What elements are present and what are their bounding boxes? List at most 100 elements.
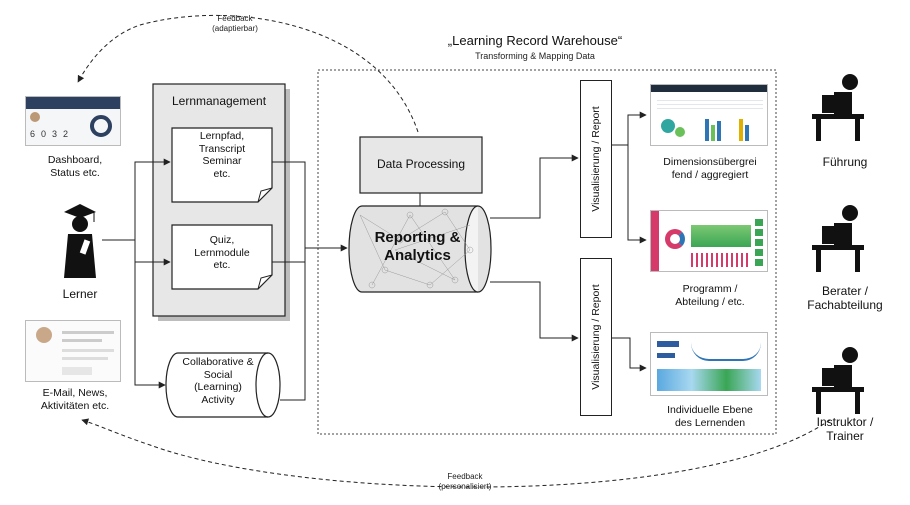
berater-person-icon — [812, 205, 864, 272]
bubble-chart-icon — [661, 119, 675, 133]
donut-chart-icon — [90, 115, 112, 137]
feedback-top-line2: (adaptierbar) — [212, 23, 258, 33]
fuehrung-label: Führung — [822, 155, 868, 169]
doc1-line4: etc. — [213, 167, 231, 180]
data-processing-label: Data Processing — [376, 157, 466, 171]
berater-line1: Berater / — [821, 284, 869, 298]
report3-line2: des Lernenden — [674, 416, 746, 429]
berater-line2: Fachabteilung — [807, 298, 883, 313]
heatmap-mark — [657, 369, 761, 391]
bar-mark — [739, 119, 743, 141]
reporting-line1: Reporting & — [374, 229, 461, 246]
doc1-line3: Seminar — [202, 155, 242, 168]
kpi-dots-mark — [755, 219, 763, 267]
report-thumb-table — [657, 97, 763, 111]
doc-quiz-fold — [257, 274, 273, 290]
avatar — [36, 327, 52, 343]
doc2-line2: Lernmodule — [194, 246, 250, 259]
feedback-bottom-label: Feedback (personalisiert) — [420, 472, 510, 491]
visualisierung-box-bottom: Visualisierung / Report — [580, 258, 612, 416]
lernmanagement-title: Lernmanagement — [171, 94, 267, 108]
learner-label: Lerner — [62, 287, 98, 301]
report2-line2: Abteilung / etc. — [675, 295, 745, 308]
instruktor-line2: Trainer — [826, 429, 864, 444]
dashboard-label: Dashboard, Status etc. — [20, 154, 130, 179]
report-thumbnail-aggregated — [650, 84, 768, 146]
stat-4: 2 — [63, 129, 75, 139]
report1-label: Dimensionsübergrei fend / aggregiert — [640, 156, 780, 181]
doc2-line1: Quiz, — [209, 234, 235, 246]
feedback-top-line1: Feedback — [217, 14, 253, 23]
report1-line2: fend / aggregiert — [671, 168, 749, 181]
doc1-line2: Transcript — [198, 142, 246, 155]
feedback-top-curve — [77, 14, 419, 133]
kpi-value-mark — [657, 341, 679, 347]
doc2-line3: etc. — [213, 259, 231, 272]
warehouse-frame — [317, 69, 777, 435]
text-line — [62, 357, 108, 360]
network-texture — [359, 208, 474, 289]
arrow-to-vis1 — [490, 154, 579, 219]
instruktor-person-icon — [812, 347, 864, 414]
feedback-bottom-line2: (personalisiert) — [438, 481, 492, 491]
visualisierung-box-top: Visualisierung / Report — [580, 80, 612, 238]
arrow-to-report1 — [612, 111, 647, 146]
doc-quiz-text: Quiz, Lernmodule etc. — [172, 234, 272, 272]
report3-label: Individuelle Ebene des Lernenden — [640, 404, 780, 429]
report-thumbnail-program — [650, 210, 768, 272]
report-thumb-sidebar — [651, 211, 659, 271]
berater-label: Berater / Fachabteilung — [790, 284, 900, 313]
bubble-chart-icon — [675, 127, 685, 137]
warehouse-subtitle: Transforming & Mapping Data — [475, 51, 595, 61]
dashboard-label-line2: Status etc. — [50, 166, 100, 179]
instruktor-line1: Instruktor / — [816, 415, 874, 429]
collaborative-text: Collaborative & Social (Learning) Activi… — [168, 356, 268, 406]
bar-mark — [717, 121, 721, 141]
reporting-line2: Analytics — [384, 247, 451, 264]
bar-mark — [745, 125, 749, 141]
kpi-value-mark — [657, 353, 675, 358]
stat-1: 6 — [30, 129, 42, 139]
doc-quiz-shape — [171, 224, 273, 290]
line-chart-mark — [691, 343, 761, 361]
arrow-to-collab — [134, 262, 166, 389]
donut-chart-icon — [665, 229, 685, 249]
collab-line2: Social — [203, 368, 233, 381]
text-line — [62, 339, 102, 342]
reporting-label: Reporting & Analytics — [355, 229, 480, 265]
line-doc1-out — [272, 161, 306, 401]
learner-graduate-icon — [64, 204, 96, 278]
visualisierung-bottom-label: Visualisierung / Report — [590, 284, 602, 390]
collab-cylinder-end — [255, 352, 269, 418]
warehouse-title: „Learning Record Warehouse“ — [447, 33, 623, 48]
instruktor-label: Instruktor / Trainer — [790, 415, 900, 444]
feedback-bottom-curve — [81, 418, 831, 488]
email-label-line2: Aktivitäten etc. — [40, 399, 110, 412]
dashboard-thumbnail: 6032 — [25, 96, 121, 146]
report-thumb-header — [651, 85, 767, 92]
stat-2: 0 — [41, 129, 53, 139]
feedback-bottom-line1: Feedback — [447, 472, 483, 481]
image-block — [62, 367, 92, 375]
avatar — [30, 112, 40, 122]
report2-line1: Programm / — [682, 283, 738, 295]
arrow-learner-split — [102, 158, 171, 241]
dashboard-thumb-header — [26, 97, 120, 109]
report2-label: Programm / Abteilung / etc. — [640, 283, 780, 308]
arrow-to-report2 — [627, 145, 647, 244]
email-label-line1: E-Mail, News, — [42, 387, 108, 399]
dashboard-label-line1: Dashboard, — [47, 154, 103, 166]
reporting-cylinder-end — [464, 205, 479, 293]
dashboard-thumb-stats: 6032 — [30, 129, 74, 139]
arrow-to-report3 — [612, 337, 647, 372]
collab-line1: Collaborative & — [182, 356, 254, 368]
report1-line1: Dimensionsübergrei — [663, 156, 757, 168]
collab-line3: (Learning) — [194, 381, 242, 394]
doc1-line1: Lernpfad, — [199, 130, 245, 142]
text-line — [62, 331, 114, 334]
doc-lernpfad-text: Lernpfad, Transcript Seminar etc. — [172, 130, 272, 180]
spark-chart-mark — [691, 253, 751, 267]
bar-mark — [711, 125, 715, 141]
report3-line1: Individuelle Ebene — [667, 404, 753, 416]
